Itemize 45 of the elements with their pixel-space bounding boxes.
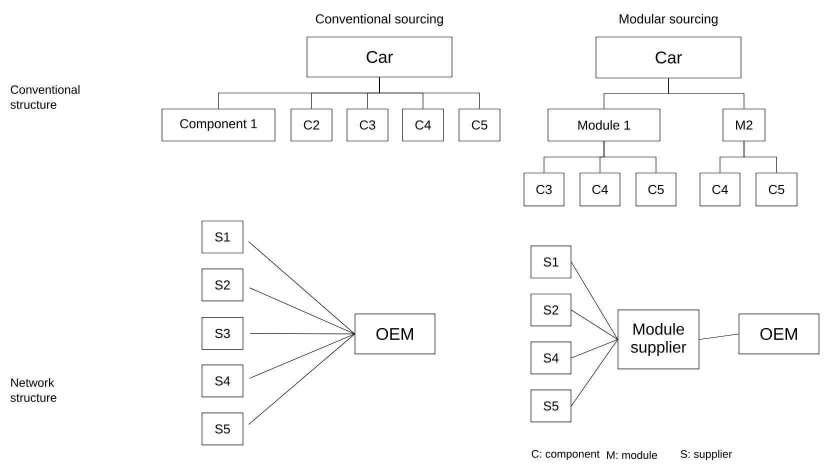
connector-line [571,310,618,340]
box: C3 [524,172,564,206]
box: S3 [202,317,244,350]
connector-line [699,334,739,340]
box: C4 [402,108,444,142]
label-text: M: module [607,450,658,460]
connector-line [744,140,777,173]
box: S2 [202,268,244,302]
label-text: C: component [532,450,600,460]
connector-line [248,334,355,425]
label-text: Network structure [10,378,56,402]
connector-line [249,334,355,379]
box: S1 [530,246,572,278]
box: Car [596,36,742,78]
box: C5 [636,172,676,206]
box: S1 [202,220,244,254]
label-text: Conventional structure [10,85,80,109]
box: C5 [756,172,798,206]
box: OEM [354,314,436,354]
box: S5 [202,412,244,446]
box: Module 1 [548,108,660,142]
box: Component 1 [162,108,276,142]
connector-line [379,77,480,109]
label-text: S: supplier [680,450,732,460]
connector-line [571,339,618,406]
connector-line [571,262,618,340]
box: C2 [290,108,332,142]
connector-line [571,339,618,358]
box: S4 [202,364,244,398]
connector-line [249,288,355,334]
box: C3 [346,108,388,142]
box: OEM [738,314,820,354]
box: S5 [530,390,572,422]
box: S2 [530,294,572,326]
connector-line [668,78,744,109]
box: Car [306,36,452,78]
box: S4 [530,342,572,374]
connector-line [248,241,355,334]
box: C4 [700,172,740,206]
box: Module supplier [618,310,700,370]
box: C4 [580,172,620,206]
connector-line [250,333,355,334]
box: C5 [458,108,500,142]
connector-line [604,140,656,173]
box: M2 [722,108,766,142]
